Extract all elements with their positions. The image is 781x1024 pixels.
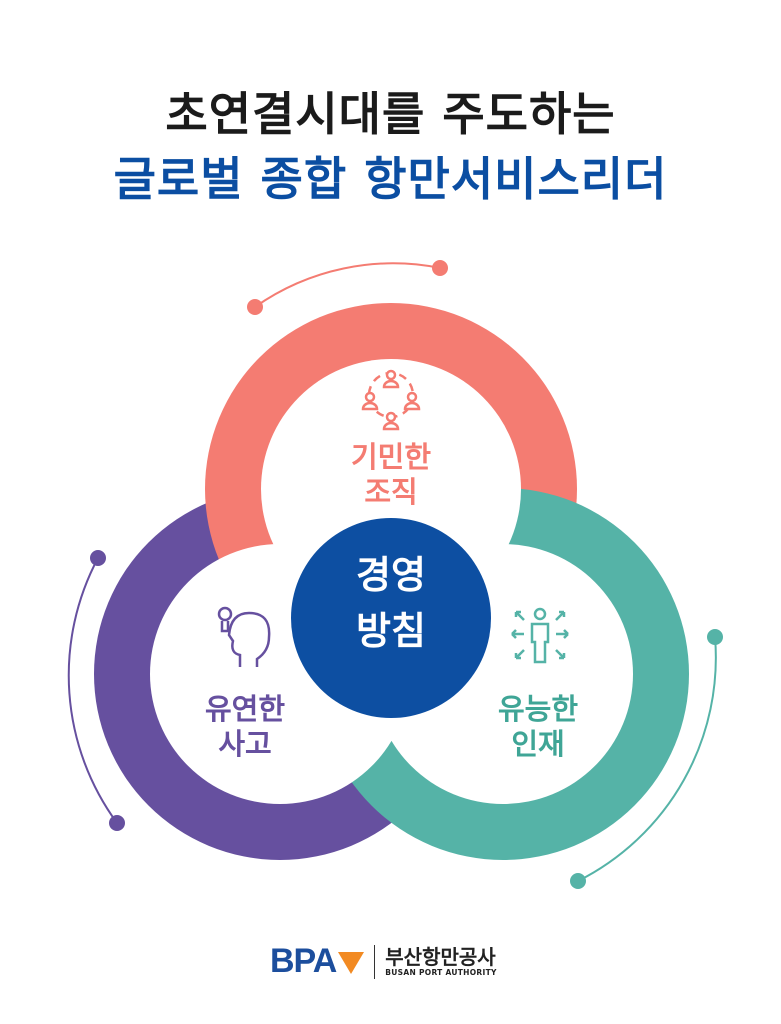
- bpa-logo: BPA 부산항만공사 BUSAN PORT AUTHORITY: [270, 942, 497, 981]
- logo-name-en: BUSAN PORT AUTHORITY: [385, 968, 497, 977]
- logo-abbr: BPA: [270, 942, 337, 980]
- decor-arc-left: [67, 557, 118, 824]
- title-line-2: 글로벌 종합 항만서비스리더: [113, 152, 668, 206]
- logo-triangle-icon: [338, 951, 365, 974]
- decor-dot: [432, 260, 448, 276]
- logo-name-ko: 부산항만공사: [385, 945, 496, 969]
- label-agile-organization: 기민한 조직: [321, 440, 461, 510]
- label-competent-talent: 유능한 인재: [468, 692, 608, 762]
- decor-arc-top: [254, 262, 441, 308]
- head-lightbulb-icon: [217, 606, 271, 667]
- label-line: 사고: [218, 727, 272, 761]
- label-line: 인재: [511, 727, 565, 761]
- logo-divider: [374, 944, 376, 979]
- decor-arc-right: [577, 636, 717, 882]
- decor-dot: [247, 299, 263, 315]
- decor-dot: [707, 629, 723, 645]
- title-line-1: 초연결시대를 주도하는: [165, 87, 616, 141]
- center-line: 방침: [356, 609, 426, 653]
- label-line: 조직: [364, 475, 418, 509]
- decor-dot: [570, 873, 586, 889]
- label-flexible-thinking: 유연한 사고: [175, 692, 315, 762]
- label-line: 유능한: [497, 692, 579, 726]
- decor-dot: [90, 550, 106, 566]
- label-line: 유연한: [204, 692, 286, 726]
- person-expand-icon: [511, 607, 569, 664]
- center-line: 경영: [356, 553, 426, 597]
- decor-dot: [109, 815, 125, 831]
- people-network-icon: [361, 369, 421, 431]
- center-label: 경영 방침: [291, 547, 491, 659]
- label-line: 기민한: [350, 440, 432, 474]
- center-circle: [291, 518, 491, 718]
